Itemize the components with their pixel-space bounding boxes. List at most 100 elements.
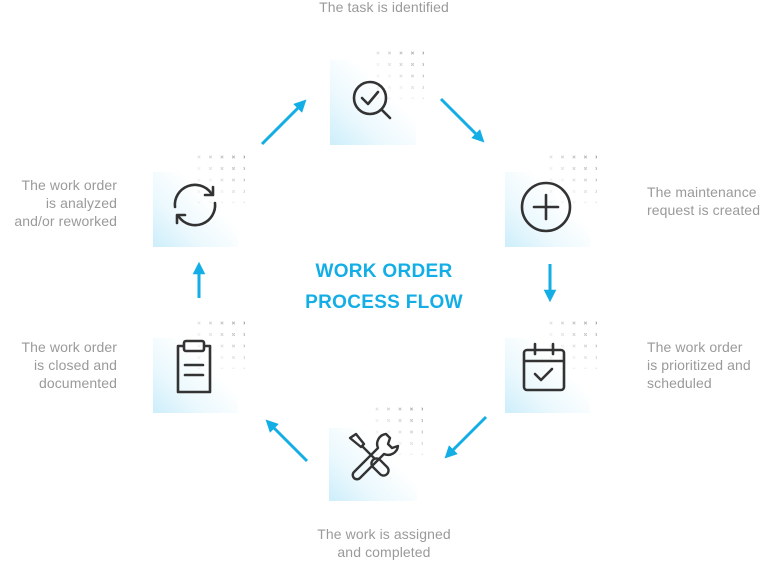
dot-mark (197, 178, 201, 182)
dot-mark (399, 51, 403, 55)
dot-mark (421, 453, 423, 455)
dot-mark (572, 367, 576, 369)
dot-grid (376, 51, 424, 99)
dot-mark (220, 189, 224, 194)
dot-mark (398, 430, 402, 434)
step-label-create: The maintenance request is created (647, 183, 768, 219)
dot-mark (399, 74, 403, 78)
dot-mark (399, 85, 403, 90)
step-tile-close (153, 321, 245, 413)
dot-mark (376, 74, 380, 78)
dot-mark (595, 344, 597, 348)
dot-mark (572, 321, 576, 325)
dot-mark (583, 355, 588, 360)
step-tile-analyze (153, 155, 245, 247)
dot-mark (572, 155, 576, 159)
dot-mark (399, 97, 403, 99)
label-line: The maintenance (647, 184, 757, 200)
dot-mark (197, 344, 201, 348)
dot-mark (197, 367, 201, 369)
dot-mark (398, 453, 402, 455)
dot-mark (387, 85, 392, 90)
step-label-schedule: The work order is prioritized and schedu… (647, 338, 768, 392)
step-tile-create (505, 155, 597, 247)
dot-mark (243, 355, 245, 360)
dot-mark (595, 355, 597, 360)
dot-mark (197, 332, 201, 337)
dot-mark (376, 85, 380, 90)
dot-mark (421, 430, 423, 434)
dot-mark (386, 407, 391, 411)
dot-mark (572, 178, 576, 182)
dot-mark (583, 321, 588, 325)
dot-mark (231, 367, 236, 369)
dot-mark (583, 367, 588, 369)
dot-mark (231, 321, 236, 325)
dot-mark (231, 332, 236, 337)
dot-mark (572, 344, 576, 348)
dot-mark (560, 166, 565, 171)
step-label-close: The work order is closed and documented (0, 338, 117, 392)
dot-mark (220, 155, 224, 159)
dot-mark (572, 355, 576, 360)
dot-mark (549, 321, 553, 325)
dot-mark (549, 189, 553, 194)
dot-mark (583, 201, 588, 203)
dot-mark (243, 344, 245, 348)
dot-mark (595, 367, 597, 369)
dot-mark (421, 407, 423, 411)
label-line: The work order (21, 339, 117, 355)
dot-mark (583, 155, 588, 159)
dot-mark (549, 155, 553, 159)
clipboard-icon (176, 339, 212, 394)
dot-mark (208, 178, 213, 182)
dot-mark (231, 178, 236, 182)
dot-mark (409, 453, 414, 455)
dot-mark (410, 97, 415, 99)
dot-mark (560, 344, 565, 348)
dot-mark (595, 189, 597, 194)
dot-mark (549, 355, 553, 360)
label-line: The task is identified (319, 0, 449, 15)
label-line: scheduled (647, 375, 712, 391)
dot-mark (197, 321, 201, 325)
dot-mark (409, 418, 414, 423)
dot-mark (421, 441, 423, 446)
dot-mark (375, 453, 379, 455)
dot-mark (231, 166, 236, 171)
dot-mark (595, 201, 597, 203)
step-tile-identify (330, 51, 424, 145)
tile-gradient (505, 172, 590, 247)
dot-mark (387, 51, 392, 55)
dot-mark (208, 155, 213, 159)
label-line: documented (38, 375, 117, 391)
dot-mark (560, 321, 565, 325)
dot-mark (220, 321, 224, 325)
arrow-complete-to-close (265, 419, 309, 463)
dot-mark (595, 166, 597, 171)
dot-mark (583, 178, 588, 182)
dot-mark (243, 321, 245, 325)
dot-mark (220, 355, 224, 360)
label-line: and/or reworked (14, 213, 117, 229)
dot-mark (410, 62, 415, 67)
dot-mark (398, 407, 402, 411)
dot-mark (243, 367, 245, 369)
dot-grid (197, 321, 245, 369)
dot-mark (243, 178, 245, 182)
dot-mark (422, 62, 424, 67)
dot-mark (387, 74, 392, 78)
dot-mark (398, 418, 402, 423)
dot-mark (549, 166, 553, 171)
dot-mark (197, 355, 201, 360)
magnifier-check-icon (352, 80, 392, 120)
dot-mark (422, 97, 424, 99)
dot-mark (386, 418, 391, 423)
dot-mark (595, 178, 597, 182)
label-line: is closed and (33, 357, 117, 373)
step-tile-complete (329, 407, 423, 501)
dot-mark (422, 85, 424, 90)
dot-mark (231, 355, 236, 360)
dot-mark (220, 166, 224, 171)
